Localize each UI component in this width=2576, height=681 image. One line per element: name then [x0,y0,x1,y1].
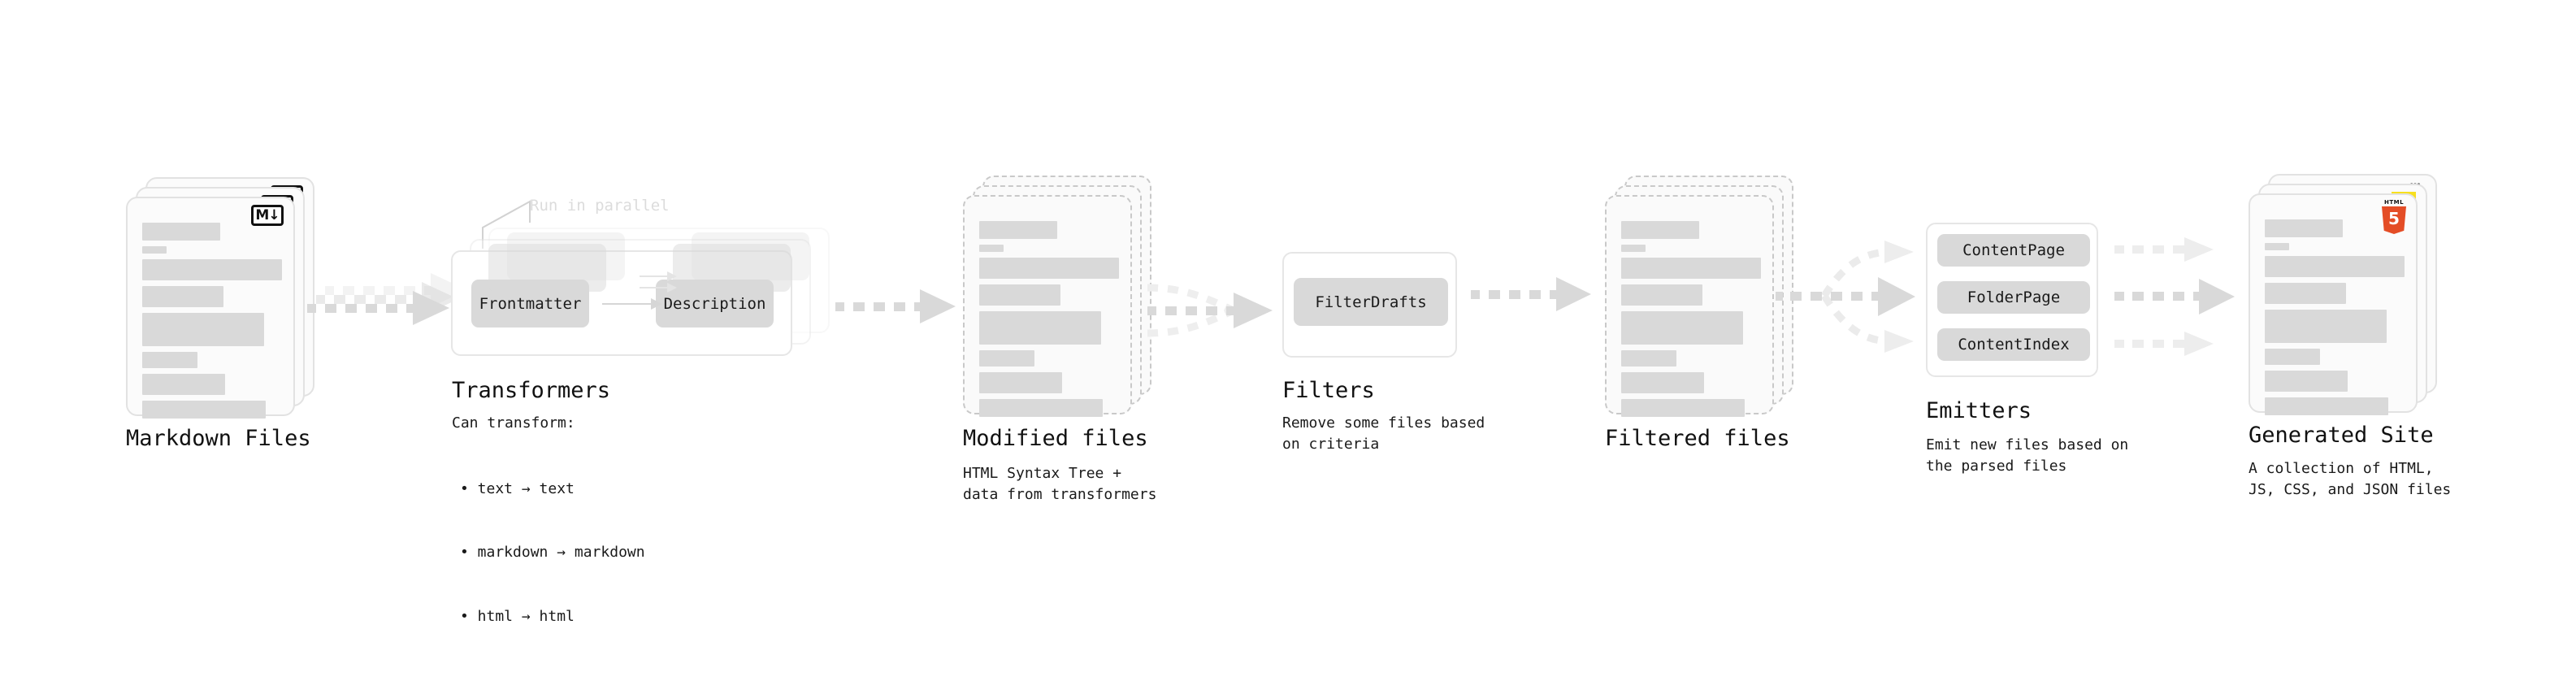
arrow-filters-to-filtered [1471,277,1591,311]
arrow-modified-to-filters [1147,284,1273,337]
emitter-item-contentindex[interactable]: ContentIndex [1937,328,2090,361]
arrow-markdown-to-transformers [307,273,467,325]
doc-skeleton [979,221,1119,423]
page-title-filters: Filters [1282,378,1375,403]
modified-files-subtitle: HTML Syntax Tree + data from transformer… [963,465,1157,504]
page-title-markdown-files: Markdown Files [126,426,311,451]
page-title-transformers: Transformers [452,378,611,403]
filters-box: FilterDrafts [1282,252,1457,358]
page-title-modified-files: Modified files [963,426,1148,451]
markdown-card-front: M↓ [126,197,295,419]
transformer-inner-arrows [602,271,677,310]
page-title-generated-site: Generated Site [2249,423,2434,448]
run-in-parallel-bracket [482,200,531,249]
transformers-bullet-list: • text → text • markdown → markdown • ht… [460,436,645,670]
stage-filters: FilterDrafts [1282,252,1457,358]
arrow-filtered-to-emitters [1776,241,1915,353]
run-in-parallel-label: Run in parallel [530,197,670,215]
html5-icon: HTML 5 [2382,200,2406,234]
arrow-transformers-to-modified [835,289,956,323]
markdown-icon: M↓ [251,205,284,226]
transformers-subtitle: Can transform: [452,414,575,432]
filter-item-filterdrafts[interactable]: FilterDrafts [1294,278,1448,326]
transformer-item-ghost [488,244,606,292]
doc-skeleton [142,223,282,424]
arrow-emitters-to-site [2114,237,2235,356]
stage-transformers: Frontmatter Description [451,228,833,366]
generated-site-subtitle: A collection of HTML, JS, CSS, and JSON … [2249,460,2452,499]
generated-card-html: HTML 5 [2249,193,2418,415]
bullet-text-to-text: • text → text [460,480,575,498]
filters-subtitle: Remove some files based on criteria [1282,414,1485,453]
transformer-item-ghost [673,244,791,292]
modified-card-front [963,195,1132,417]
bullet-markdown-to-markdown: • markdown → markdown [460,544,645,562]
doc-skeleton [2265,219,2405,421]
emitter-item-contentpage[interactable]: ContentPage [1937,234,2090,267]
stage-emitters: ContentPage FolderPage ContentIndex [1926,223,2098,377]
emitters-box: ContentPage FolderPage ContentIndex [1926,223,2098,377]
doc-skeleton [1621,221,1761,423]
filtered-card-front [1605,195,1774,417]
page-title-emitters: Emitters [1926,398,2032,423]
page-title-filtered-files: Filtered files [1605,426,1790,451]
emitter-item-folderpage[interactable]: FolderPage [1937,281,2090,314]
bullet-html-to-html: • html → html [460,607,575,625]
emitters-subtitle: Emit new files based on the parsed files [1926,436,2129,475]
